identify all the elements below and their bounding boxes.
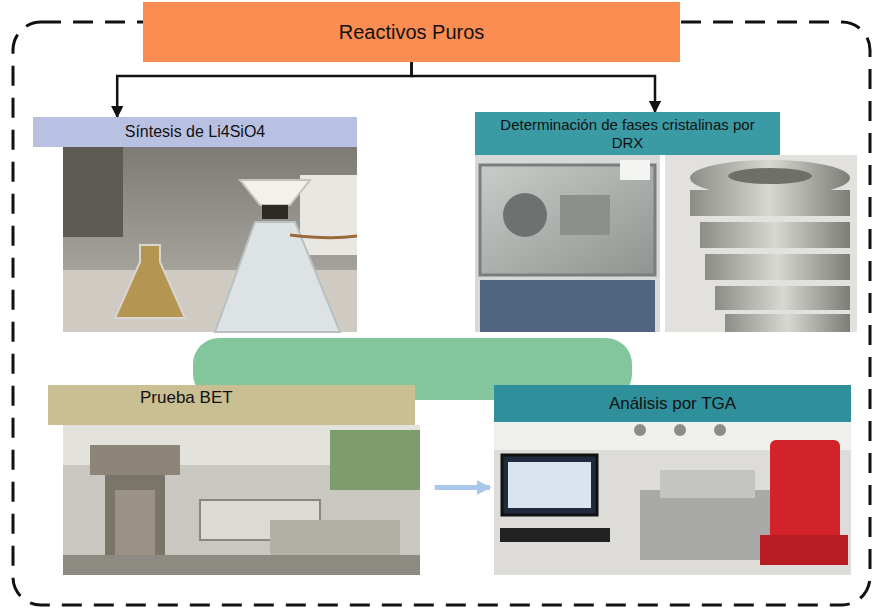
step-label-band: Análisis por TGA xyxy=(494,385,851,422)
step-label: Síntesis de Li4SiO4 xyxy=(125,123,266,141)
step-label-band: Determinación de fases cristalinas por D… xyxy=(475,112,780,155)
step-label-band: Síntesis de Li4SiO4 xyxy=(33,117,357,147)
bet-photo xyxy=(63,425,420,575)
step-panel: Determinación de fases cristalinas por D… xyxy=(475,112,780,332)
tga-photo xyxy=(494,422,851,575)
step-panel: Análisis por TGA xyxy=(494,385,851,575)
process-box: Reactivos Puros xyxy=(143,2,680,62)
flow-arrow xyxy=(412,62,656,112)
dashed-frame xyxy=(13,22,870,605)
step-label: Prueba BET xyxy=(140,388,233,408)
step-label: Determinación de fases cristalinas por D… xyxy=(483,116,772,151)
step-panel: Síntesis de Li4SiO4 xyxy=(33,117,357,332)
step-label: Reactivos Puros xyxy=(339,21,485,44)
sample-holder-photo xyxy=(665,155,857,332)
flow-arrow xyxy=(435,485,490,490)
step-panel: Prueba BET xyxy=(48,385,415,575)
flow-arrow xyxy=(117,62,411,117)
drx-instrument-photo xyxy=(475,155,660,332)
step-label: Análisis por TGA xyxy=(609,394,736,414)
step-label-band: Prueba BET xyxy=(48,385,415,425)
synthesis-photo xyxy=(63,147,357,332)
